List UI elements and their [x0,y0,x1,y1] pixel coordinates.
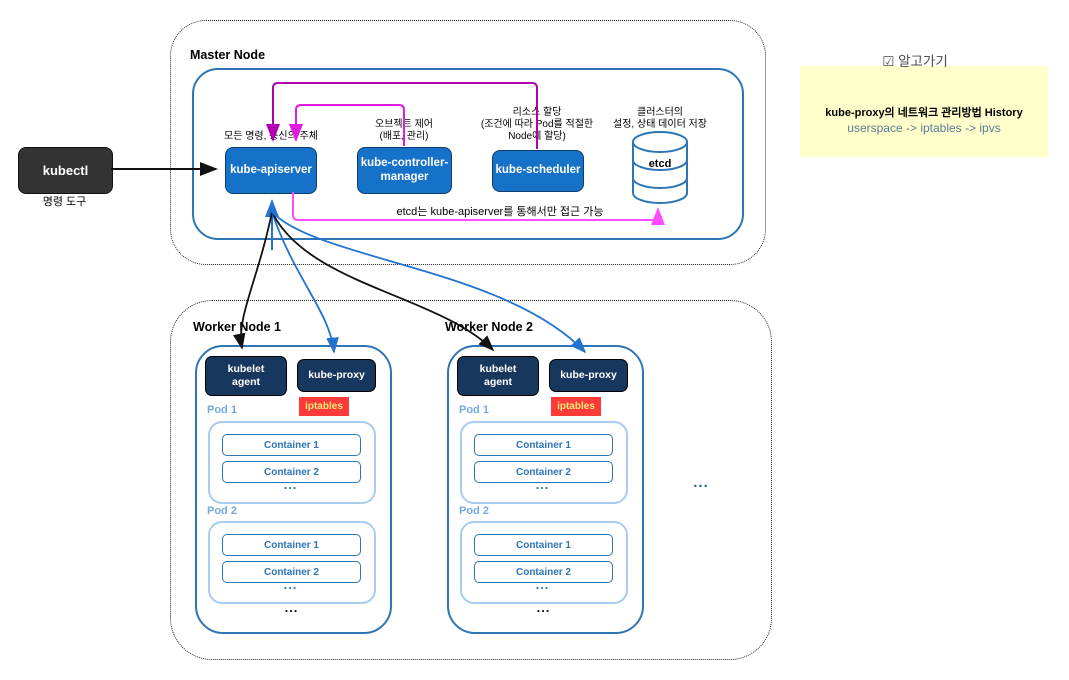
worker1-kube-proxy-label: kube-proxy [308,369,365,382]
worker2-more-pods-dots: ... [536,600,551,615]
etcd-label: etcd [648,158,672,170]
kubectl-node: kubectl [18,147,113,194]
worker1-pod2-more-dots: ... [283,577,298,592]
worker2-pod1-more-dots: ... [535,477,550,492]
kubectl-label: kubectl [42,163,89,178]
worker2-iptables-badge: iptables [551,397,601,416]
master-node-title: Master Node [190,48,266,62]
note-line2: userspace -> iptables -> ipvs [847,121,1001,135]
worker-node-1-title: Worker Node 1 [193,320,281,334]
kube-controller-manager-label: kube-controller- manager [360,156,449,183]
worker2-kube-proxy-label: kube-proxy [560,369,617,382]
kube-scheduler-label: kube-scheduler [495,164,581,177]
worker1-kube-proxy-node: kube-proxy [297,359,376,392]
worker1-pod1-more-dots: ... [283,477,298,492]
worker2-pod2-more-dots: ... [535,577,550,592]
kubectl-sublabel: 명령 도구 [42,196,87,208]
worker2-pod1-container1: Container 1 [474,434,613,456]
checkbox-icon: ☑ [882,54,895,69]
more-worker-nodes-dots: ... [693,474,709,491]
worker2-pod2-container2: Container 2 [474,561,613,583]
kube-apiserver-label: kube-apiserver [230,163,312,176]
apiserver-annotation: 모든 명령, 통신의 주체 [224,131,318,142]
worker2-pod1-title: Pod 1 [459,404,489,416]
worker2-kubelet-agent-label: kubelet agent [479,363,517,388]
etcd-access-note: etcd는 kube-apiserver를 통해서만 접근 가능 [396,206,604,218]
kube-scheduler-node: kube-scheduler [492,150,584,192]
worker2-iptables-label: iptables [557,401,595,412]
worker1-pod1-container2: Container 2 [222,461,361,483]
worker1-pod1-container1: Container 1 [222,434,361,456]
note-line1: kube-proxy의 네트워크 관리방법 History [825,107,1023,119]
worker1-iptables-label: iptables [305,401,343,412]
worker2-pod1-container2: Container 2 [474,461,613,483]
etcd-annotation: 클러스터의 설정, 상태 데이터 저장 [613,107,707,130]
worker-node-2-title: Worker Node 2 [445,320,533,334]
worker2-kube-proxy-node: kube-proxy [549,359,628,392]
worker1-pod2-container1: Container 1 [222,534,361,556]
kube-apiserver-node: kube-apiserver [225,147,317,194]
note-title: ☑ 알고가기 [845,50,985,70]
note-sticky [800,66,1048,157]
worker1-more-pods-dots: ... [284,600,299,615]
worker2-kubelet-agent-node: kubelet agent [457,356,539,396]
worker1-pod1-title: Pod 1 [207,404,237,416]
note-title-text: 알고가기 [898,54,948,69]
worker2-pod2-title: Pod 2 [459,505,489,517]
worker1-kubelet-agent-node: kubelet agent [205,356,287,396]
worker1-pod2-container2: Container 2 [222,561,361,583]
worker1-iptables-badge: iptables [299,397,349,416]
worker1-pod2-title: Pod 2 [207,505,237,517]
worker1-kubelet-agent-label: kubelet agent [227,363,265,388]
kube-controller-manager-node: kube-controller- manager [357,147,452,194]
worker2-pod2-container1: Container 1 [474,534,613,556]
